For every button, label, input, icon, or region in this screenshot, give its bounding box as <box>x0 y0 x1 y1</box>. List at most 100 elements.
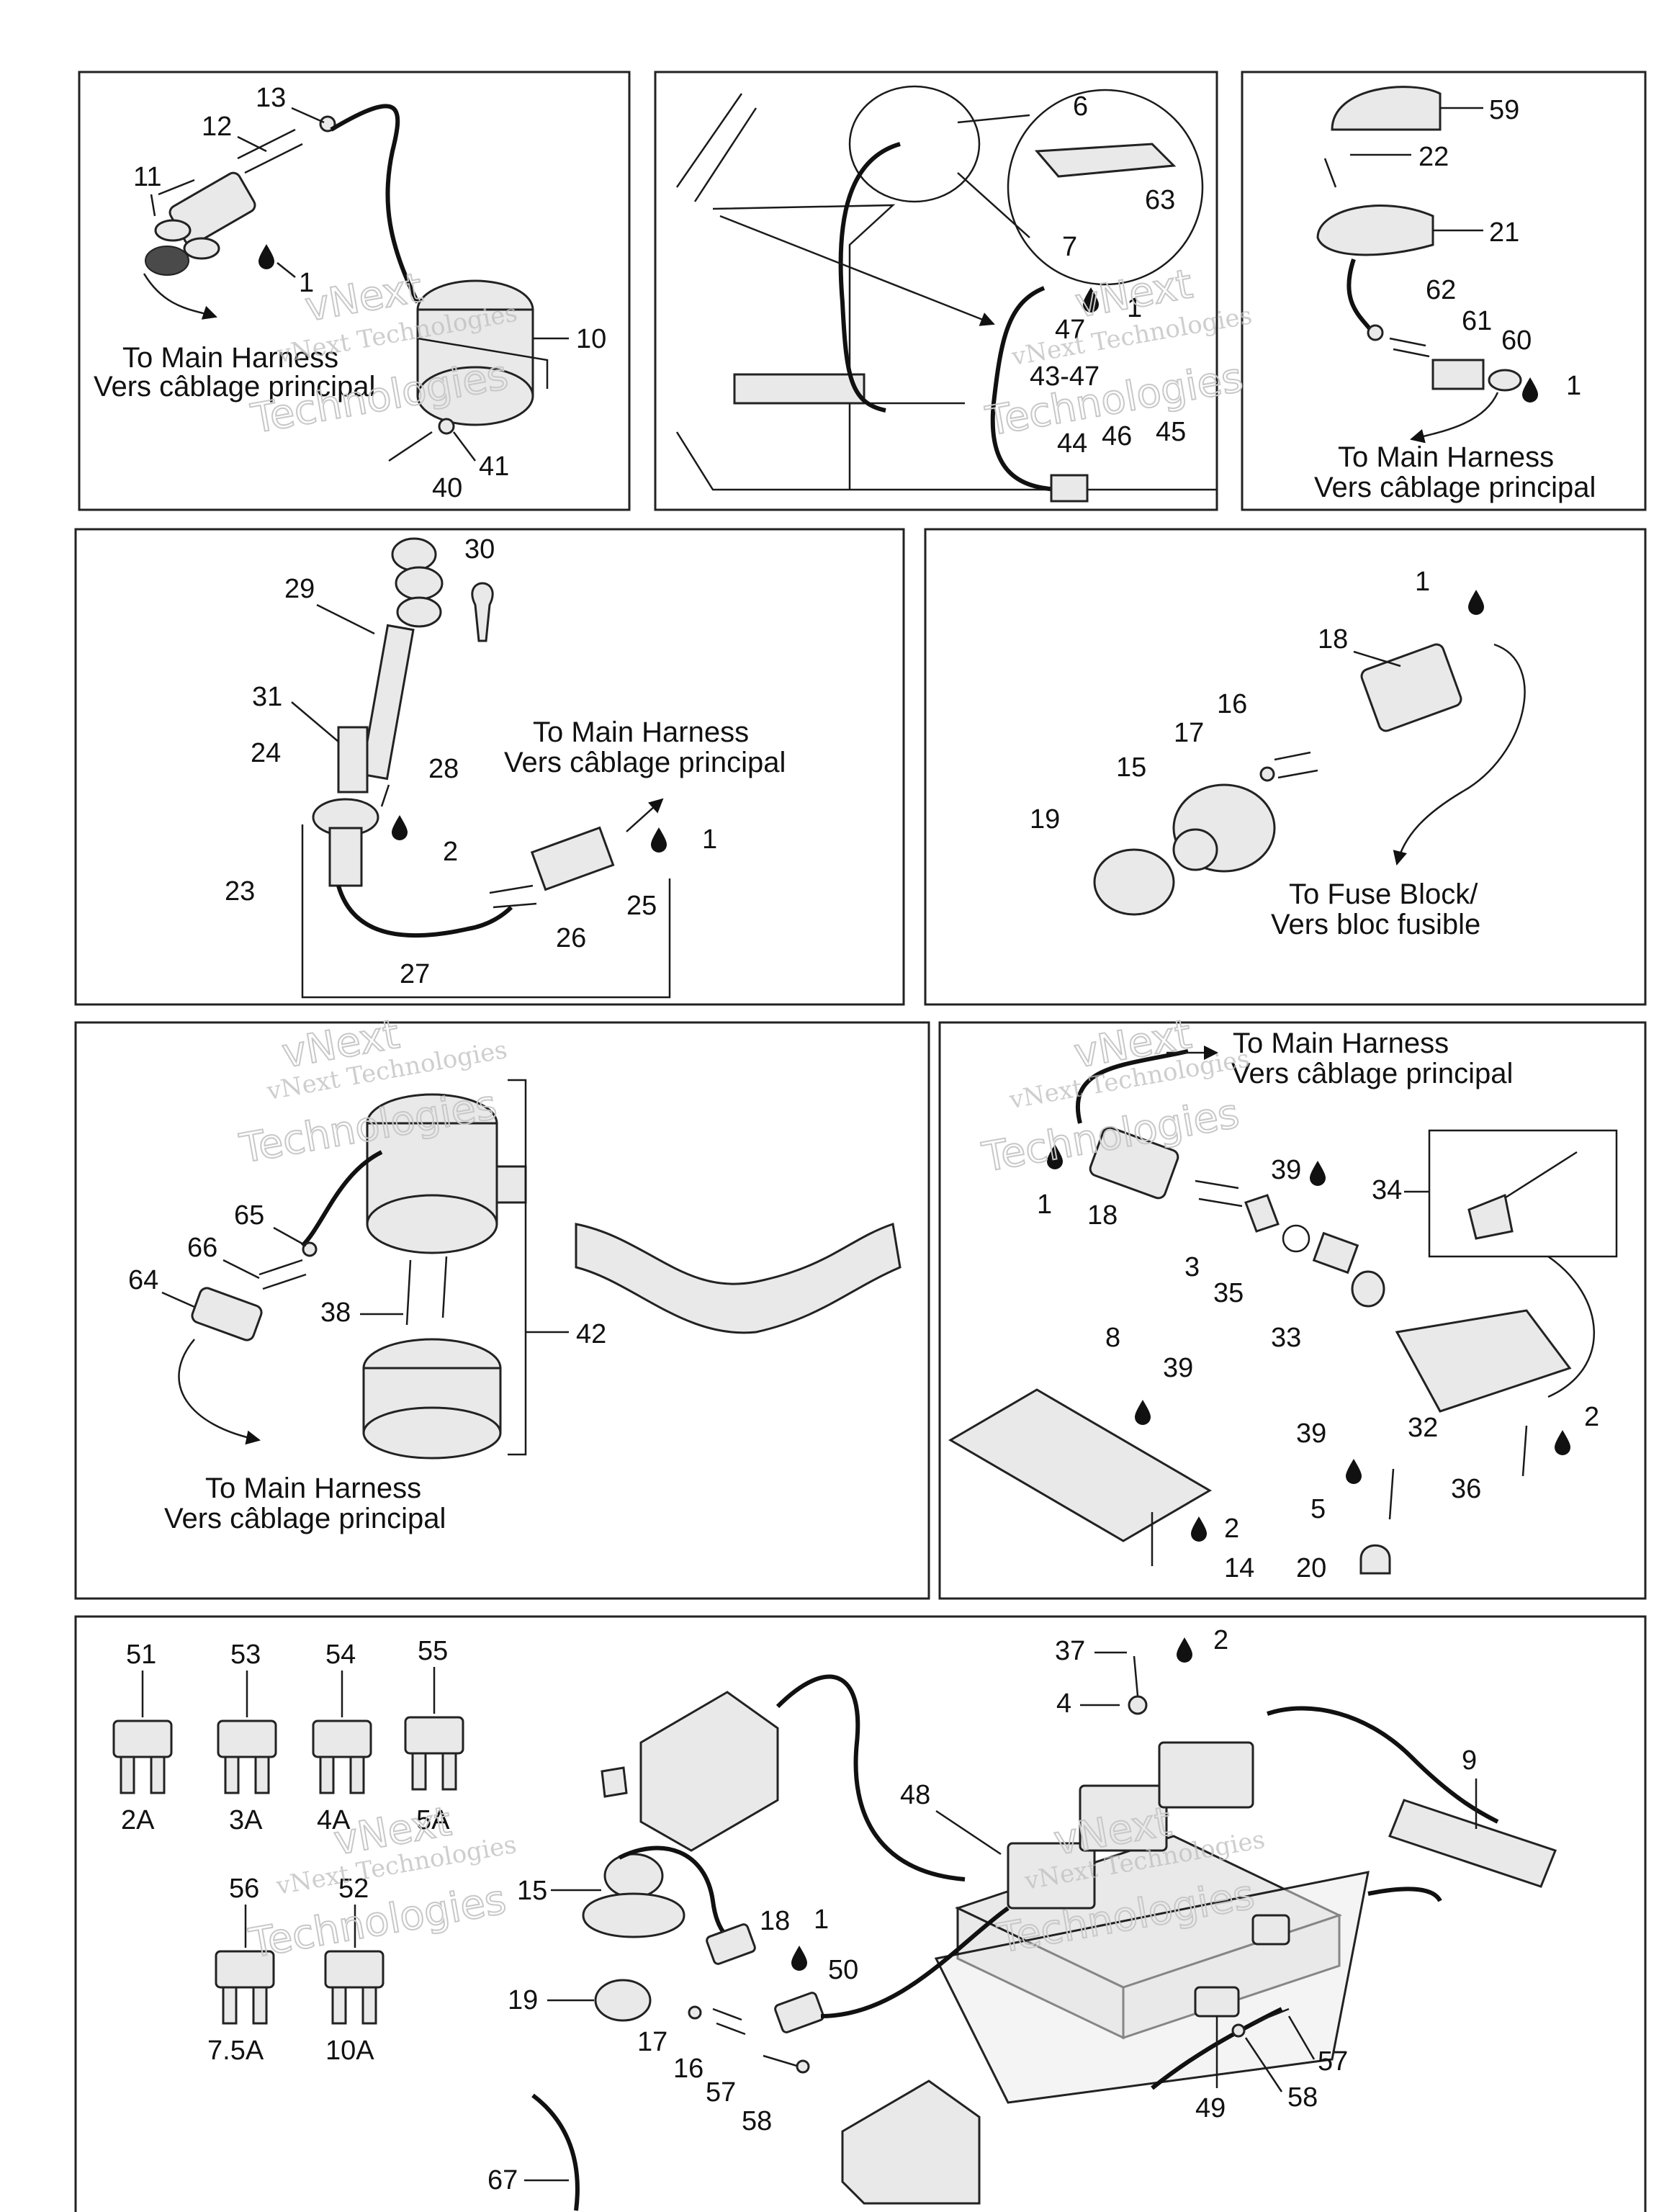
callout-63: 63 <box>1145 185 1175 215</box>
fuse-56: 56 7.5A <box>207 1874 275 2066</box>
connector-18 <box>706 1923 756 1965</box>
callout-42: 42 <box>576 1319 606 1349</box>
panel-5: 1 18 16 17 15 19 To Fuse Block/ Vers blo… <box>924 528 1647 1006</box>
callout-67: 67 <box>487 2165 518 2195</box>
nut-19 <box>594 1979 652 2022</box>
nav-light-wire <box>1346 258 1374 333</box>
callout-50: 50 <box>828 1955 858 1985</box>
callout-2: 2 <box>1224 1514 1239 1544</box>
callout-7: 7 <box>1062 232 1077 262</box>
callout-3: 3 <box>1184 1252 1200 1282</box>
connector-49 <box>1194 1986 1240 2018</box>
callout-58: 58 <box>1287 2082 1318 2113</box>
fuse-54: 54 4A <box>312 1640 372 1835</box>
plug-cap <box>601 1766 628 1798</box>
fuse-block-label-en: To Fuse Block/ <box>1289 878 1478 910</box>
bolt-37 <box>1133 1655 1139 1696</box>
panel-7: 1 18 39 34 3 35 33 8 39 32 2 39 5 36 2 1… <box>938 1021 1647 1600</box>
light-wire <box>838 142 901 413</box>
callout-27: 27 <box>400 959 430 989</box>
switch-32 <box>1395 1309 1572 1413</box>
screw-36 <box>1521 1425 1528 1477</box>
screw-5 <box>1388 1468 1395 1520</box>
fuse-51: 51 2A <box>112 1640 173 1835</box>
callout-45: 45 <box>1156 417 1186 447</box>
fitting-33 <box>1312 1231 1359 1274</box>
o-ring-35 <box>1282 1224 1310 1253</box>
callout-39: 39 <box>1296 1419 1326 1449</box>
pole-wire <box>336 885 513 938</box>
callout-13: 13 <box>256 83 286 113</box>
callout-57: 57 <box>1318 2046 1348 2077</box>
callout-41: 41 <box>479 451 509 482</box>
socket-23 <box>312 798 379 887</box>
harness-label-en: To Main Harness <box>122 342 338 374</box>
callout-40: 40 <box>432 473 462 503</box>
callout-47: 47 <box>1055 315 1085 345</box>
switch-panel-upper <box>639 1691 779 1852</box>
connector-housing-11 <box>154 171 256 260</box>
panel-1: To Main Harness Vers câblage principal 1… <box>78 71 631 511</box>
glove-box <box>733 373 866 405</box>
seal-17 <box>688 2005 702 2020</box>
callout-62: 62 <box>1426 275 1456 305</box>
light-pole-29 <box>360 537 444 781</box>
callout-36: 36 <box>1451 1474 1481 1504</box>
callout-61: 61 <box>1462 306 1492 336</box>
harness-label-en: To Main Harness <box>1338 441 1554 473</box>
washer-4 <box>1128 1695 1148 1715</box>
callout-58: 58 <box>742 2106 772 2136</box>
connector-44 <box>1050 474 1089 503</box>
pins-16 <box>712 2008 746 2036</box>
svg-text:2A: 2A <box>121 1805 155 1835</box>
pump-wire <box>300 1150 383 1248</box>
callout-30: 30 <box>464 534 495 565</box>
harness-label-fr: Vers câblage principal <box>164 1503 446 1534</box>
bilge-pump <box>366 1093 527 1254</box>
callout-44: 44 <box>1057 428 1087 459</box>
callout-19: 19 <box>508 1985 538 2015</box>
fuse-grid: 51 2A 53 3A 54 4A 55 <box>112 1636 464 2066</box>
harness-label-en: To Main Harness <box>205 1473 421 1504</box>
svg-text:52: 52 <box>338 1874 369 1904</box>
screws-38 <box>405 1256 448 1326</box>
connector-60 <box>1431 359 1485 390</box>
callout-1: 1 <box>299 268 314 298</box>
callout-23: 23 <box>225 876 255 907</box>
callout-39: 39 <box>1271 1155 1301 1185</box>
callout-65: 65 <box>234 1200 264 1231</box>
callout-21: 21 <box>1489 217 1519 248</box>
hose <box>575 1223 902 1334</box>
callout-1: 1 <box>1127 293 1142 323</box>
pins-61 <box>1389 337 1430 358</box>
strainer-base <box>362 1338 502 1460</box>
washer-41 <box>438 418 455 435</box>
harness-sleeve-9 <box>1388 1799 1557 1888</box>
callout-9: 9 <box>1462 1745 1477 1776</box>
harness-wire-a <box>775 1674 966 1881</box>
harness-label-fr: Vers câblage principal <box>94 371 375 403</box>
svg-text:51: 51 <box>126 1640 156 1670</box>
connector-wire <box>990 286 1066 492</box>
horn-wire <box>1076 1049 1189 1124</box>
callout-24: 24 <box>251 738 281 768</box>
callout-1: 1 <box>814 1905 829 1935</box>
connector-18 <box>1360 643 1462 732</box>
callout-12: 12 <box>202 112 232 142</box>
callout-18: 18 <box>1087 1200 1118 1231</box>
callout-37: 37 <box>1055 1636 1085 1666</box>
bulb-30 <box>471 582 494 642</box>
callout-4: 4 <box>1056 1689 1071 1719</box>
outlet-15 <box>582 1853 685 1938</box>
callout-34: 34 <box>1372 1175 1402 1205</box>
callout-8: 8 <box>1105 1323 1120 1353</box>
detail-box-34 <box>1428 1129 1618 1258</box>
fuse-block-label-fr: Vers bloc fusible <box>1271 909 1480 940</box>
panel-8: 51 2A 53 3A 54 4A 55 <box>74 1615 1647 2212</box>
seal-65 <box>302 1241 318 1257</box>
callout-48: 48 <box>900 1780 930 1810</box>
grommet <box>145 246 189 276</box>
seal-62 <box>1367 324 1384 341</box>
plate-8 <box>948 1388 1212 1542</box>
connector-64 <box>191 1287 263 1341</box>
